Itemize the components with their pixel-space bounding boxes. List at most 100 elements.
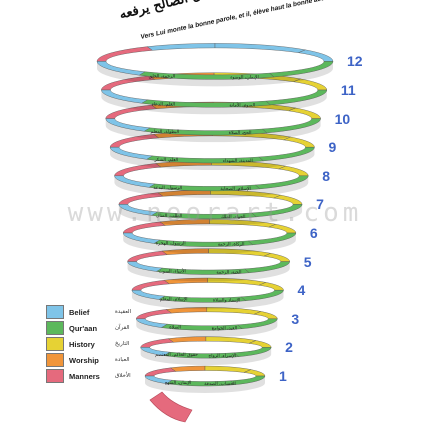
- level-number: 10: [334, 110, 351, 127]
- ring-topic-label: الرحمة، الخلق: [149, 74, 176, 79]
- level-number: 8: [322, 167, 331, 184]
- ring-segment: [297, 49, 334, 62]
- ring-topic-label: الصلاة: [169, 325, 181, 330]
- level-number: 7: [316, 196, 324, 213]
- ring-segment: [268, 224, 297, 234]
- ring-segment: [131, 280, 170, 291]
- level-number: 1: [279, 368, 287, 384]
- ring-segment: [263, 253, 290, 262]
- ring-segment: [122, 232, 161, 244]
- ring-segment: [205, 336, 257, 344]
- ring-topic-label: الإيمان، المنهج: [165, 381, 192, 386]
- level-number: 9: [328, 139, 337, 156]
- ring-thickness: [101, 90, 327, 115]
- ring-topic-label: البطولة، المعلم: [151, 130, 180, 135]
- legend-swatch: [46, 337, 64, 351]
- ring-segment: [282, 136, 315, 148]
- ring-thickness: [145, 376, 265, 393]
- ring-thickness: [127, 261, 290, 282]
- spiral-tail: [149, 391, 193, 423]
- ring-segment: [96, 46, 154, 62]
- spiral-ring: حقوق الحاكم، المعتصم الإسراء، الزواج: [140, 336, 272, 366]
- ring-topic-label: الأنبياء، الصوت: [159, 268, 186, 275]
- legend-label: Manners: [69, 371, 100, 381]
- ring-topic-label: الإسلام، المعلم: [160, 297, 188, 302]
- ring-thickness: [123, 233, 296, 254]
- legend-item: Manners الأخلاق: [46, 368, 156, 384]
- level-number: 6: [309, 225, 318, 241]
- ring-topic-label: الجنة، الرحمة: [216, 271, 241, 276]
- level-number: 5: [303, 253, 312, 270]
- level-number: 12: [347, 53, 363, 70]
- ring-topic-label: الرسول، البدعة: [153, 186, 182, 191]
- spiral-ring: الرحمة، الخلق الإيمان، الوضوء: [96, 43, 334, 87]
- legend-swatch: [46, 369, 64, 383]
- legend-item: History التاريخ: [46, 336, 156, 352]
- legend-label-arabic: العبادة: [115, 357, 130, 363]
- legend-label-arabic: التاريخ: [115, 341, 130, 347]
- ring-segment: [146, 43, 216, 51]
- ring-topic-label: العلم، الشكر: [153, 157, 178, 163]
- ring-segment: [140, 347, 171, 356]
- ring-thickness: [114, 175, 309, 198]
- ring-topic-label: حقوق الحاكم، المعتصم: [155, 352, 198, 358]
- spiral-ring: الأنبياء، الصوت الجنة، الرحمة: [127, 248, 290, 282]
- spiral-ring: الإيمان، المنهج الحساب، الصدقة: [144, 365, 266, 393]
- legend-label-arabic: القرآن: [115, 325, 130, 331]
- ring-topic-label: الحساب، الصدقة: [204, 382, 235, 387]
- legend: Belief العقيدة Qur'aan القرآن History ال…: [46, 304, 156, 384]
- ring-segment: [170, 365, 206, 372]
- ring-topic-label: العلم، الدعاء: [152, 102, 175, 107]
- level-number: 2: [285, 339, 293, 356]
- ring-segment: [277, 165, 309, 176]
- ring-segment: [214, 43, 307, 53]
- ring-topic-label: الإيمان، الوضوء: [230, 75, 258, 80]
- ring-segment: [114, 175, 156, 188]
- ring-segment: [144, 375, 173, 384]
- ring-segment: [127, 261, 163, 272]
- ring-segment: [105, 118, 151, 132]
- ring-topic-label: المدينة، الشهداء: [223, 159, 253, 164]
- level-number: 11: [340, 82, 356, 98]
- ring-segment: [109, 147, 153, 160]
- legend-item: Belief العقيدة: [46, 304, 156, 320]
- legend-swatch: [46, 353, 64, 367]
- ring-thickness: [136, 318, 278, 338]
- ring-thickness: [118, 204, 303, 226]
- ring-topic-label: العيد، الجوامع: [212, 326, 237, 331]
- ring-segment: [167, 336, 207, 343]
- legend-label: History: [69, 339, 95, 349]
- ring-segment: [131, 290, 166, 300]
- ring-thickness: [97, 61, 333, 87]
- spiral-ring: الصلاة العيد، الجوامع: [136, 307, 278, 338]
- legend-label: Worship: [69, 355, 99, 365]
- legend-label: Belief: [69, 307, 90, 317]
- legend-label: Qur'aan: [69, 323, 98, 333]
- legend-label-arabic: العقيدة: [115, 309, 132, 315]
- legend-item: Worship العبادة: [46, 352, 156, 368]
- ring-topic-label: الإسناد والصلاة: [213, 298, 241, 303]
- legend-swatch: [46, 305, 64, 319]
- ring-thickness: [110, 147, 315, 171]
- ring-thickness: [131, 290, 284, 310]
- ring-segment: [101, 89, 149, 104]
- spiral-ring: العلم، الشكر المدينة، الشهداء: [109, 131, 315, 171]
- ring-topic-label: الحج، الصلاة: [229, 131, 252, 136]
- ring-segment: [127, 250, 168, 262]
- ring-segment: [122, 221, 166, 234]
- level-number: 4: [297, 282, 306, 299]
- ring-thickness: [140, 347, 272, 366]
- legend-item: Qur'aan القرآن: [46, 320, 156, 336]
- ring-thickness: [105, 118, 321, 143]
- ring-segment: [204, 365, 252, 373]
- ring-topic-label: الجهاد، الملك: [221, 215, 245, 220]
- legend-swatch: [46, 321, 64, 335]
- ring-segment: [136, 318, 168, 328]
- legend-label-arabic: الأخلاق: [115, 373, 131, 379]
- ring-topic-label: الصوم، الأمانة: [229, 101, 255, 108]
- ring-topic-label: الرسول، الهجرة: [156, 242, 186, 247]
- ring-topic-label: الإسراء، الزواج: [208, 354, 236, 359]
